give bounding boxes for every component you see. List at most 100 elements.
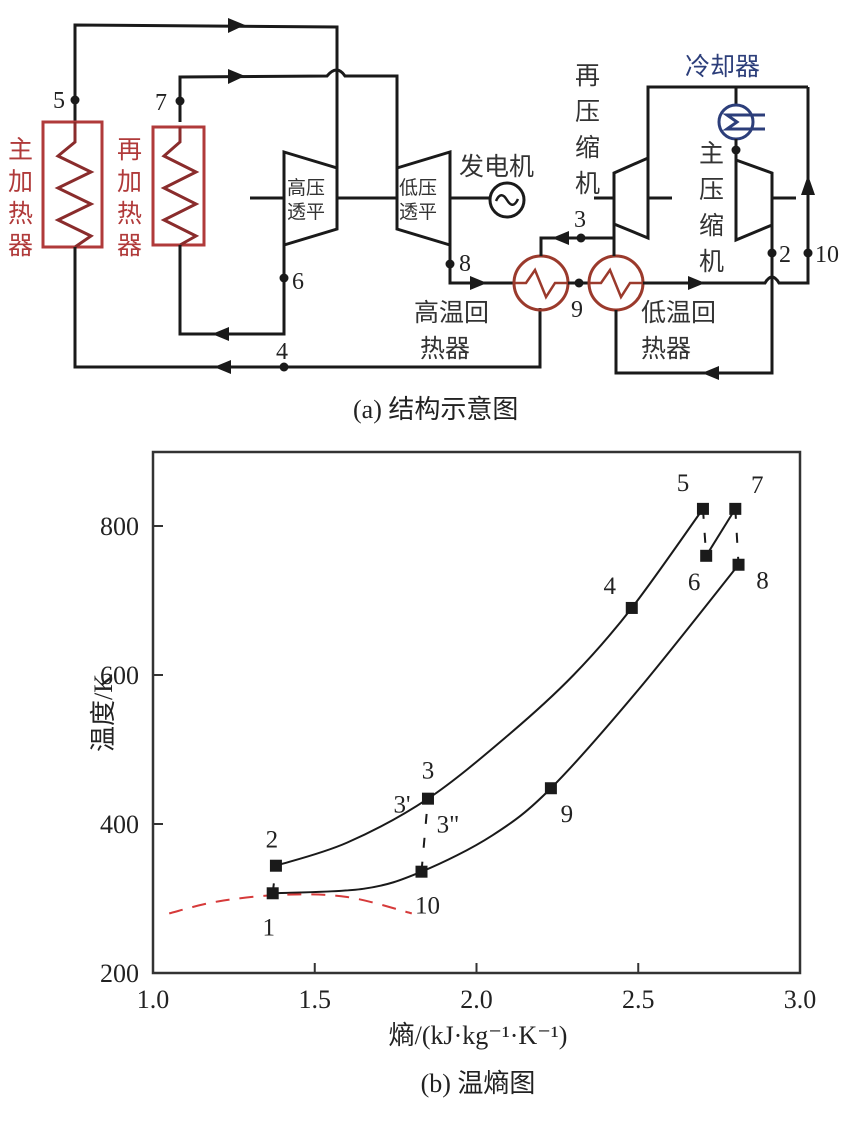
label-char: 加 bbox=[117, 167, 142, 196]
label-char: 机 bbox=[575, 169, 600, 198]
pipe-htr-to-3 bbox=[539, 236, 614, 256]
plot-frame bbox=[151, 450, 802, 975]
state-point-dots bbox=[70, 95, 813, 372]
point-label-5: 5 bbox=[53, 88, 65, 114]
main-heater-label: 主 加 热 器 bbox=[8, 135, 33, 260]
marker-point-9 bbox=[544, 782, 557, 795]
arrow-up-icon bbox=[801, 175, 815, 195]
label-char: 压 bbox=[699, 175, 724, 204]
series-high-pressure bbox=[275, 508, 704, 867]
marker-point-8 bbox=[732, 558, 745, 571]
point-label-6: 6 bbox=[688, 569, 701, 596]
label-char: 热 bbox=[117, 199, 142, 228]
pipe-6-to-reheater bbox=[178, 245, 286, 336]
pipe-2-to-ltr bbox=[614, 225, 774, 375]
dot-cooler-out bbox=[731, 145, 741, 155]
pipe-8-to-htr bbox=[448, 245, 515, 285]
htr-label-1: 高温回 bbox=[414, 298, 489, 327]
connector-7-8 bbox=[734, 508, 740, 565]
marker-point-4 bbox=[625, 601, 638, 614]
label-char: 缩 bbox=[575, 133, 600, 162]
dot-10 bbox=[803, 248, 813, 258]
reheater-coil-icon bbox=[160, 127, 200, 247]
reheater-label: 再 加 热 器 bbox=[117, 135, 142, 260]
dot-9 bbox=[574, 278, 584, 288]
dot-3 bbox=[576, 233, 586, 243]
label-char: 压 bbox=[575, 97, 600, 126]
label-char: 加 bbox=[8, 167, 33, 196]
point-label-7: 7 bbox=[751, 472, 764, 499]
main-heater bbox=[41, 120, 104, 249]
y-axis-label: 温度/K bbox=[89, 674, 118, 752]
recompressor-label: 再 压 缩 机 bbox=[575, 61, 600, 198]
label-char: 机 bbox=[699, 247, 724, 276]
marker-point-6 bbox=[700, 549, 713, 562]
arrow-right-icon bbox=[228, 18, 245, 33]
point-label-3: 3 bbox=[422, 758, 435, 785]
htr-label-2: 热器 bbox=[420, 334, 470, 363]
arrow-right-icon bbox=[470, 276, 487, 290]
y-tick-label: 800 bbox=[100, 512, 139, 541]
structure-diagram: 高压 透平 低压 透平 发电机 冷却器 bbox=[8, 18, 839, 424]
dot-5 bbox=[70, 95, 80, 105]
dot-7 bbox=[175, 96, 185, 106]
connector-10-3 bbox=[420, 798, 429, 872]
arrow-right-icon bbox=[688, 276, 705, 290]
main-compressor bbox=[734, 139, 774, 243]
y-tick-label: 400 bbox=[100, 810, 139, 839]
label-char: 主 bbox=[699, 139, 724, 168]
generator-label: 发电机 bbox=[459, 152, 534, 181]
marker-point-1 bbox=[266, 887, 279, 900]
hp-turbine bbox=[282, 149, 339, 248]
dot-8 bbox=[445, 259, 455, 269]
label-char: 再 bbox=[575, 61, 600, 90]
marker-point-2 bbox=[269, 859, 282, 872]
connector-5-6 bbox=[701, 508, 708, 556]
recuperator-zigzag-icon bbox=[590, 267, 643, 300]
series-low-pressure bbox=[272, 564, 740, 895]
point-label-10: 10 bbox=[415, 893, 440, 920]
hp-turbine-label-1: 高压 bbox=[287, 177, 325, 199]
ltr-label-2: 热器 bbox=[641, 334, 691, 363]
label-char: 器 bbox=[8, 231, 33, 260]
dot-2 bbox=[767, 248, 777, 258]
point-label-3-prime: 3' bbox=[393, 792, 410, 819]
label-char: 热 bbox=[8, 199, 33, 228]
x-tick-label: 2.0 bbox=[460, 985, 493, 1014]
chart-caption: (b) 温熵图 bbox=[421, 1069, 536, 1098]
cooler-sigma-icon bbox=[722, 113, 748, 131]
label-char: 器 bbox=[117, 231, 142, 260]
ac-sine-icon bbox=[494, 194, 520, 206]
arrow-right-icon bbox=[228, 69, 245, 84]
generator bbox=[488, 181, 526, 219]
ltr-label-1: 低温回 bbox=[641, 298, 716, 327]
point-label-1: 1 bbox=[262, 914, 275, 941]
heater-coil-icon bbox=[54, 122, 95, 249]
point-label-8: 8 bbox=[756, 568, 769, 595]
hp-turbine-label-2: 透平 bbox=[287, 201, 325, 223]
pipe-5-to-hp-turbine bbox=[73, 23, 339, 168]
arrow-left-icon bbox=[552, 231, 569, 245]
point-label-7: 7 bbox=[155, 90, 167, 116]
marker-point-3 bbox=[421, 792, 434, 805]
point-label-5: 5 bbox=[677, 470, 690, 497]
x-axis-label: 熵/(kJ·kg⁻¹·K⁻¹) bbox=[389, 1021, 568, 1050]
point-label-3-double-prime: 3" bbox=[437, 812, 460, 839]
point-label-2: 2 bbox=[266, 827, 279, 854]
marker-point-5 bbox=[696, 502, 709, 515]
arrow-left-icon bbox=[702, 366, 719, 380]
series-saturation-dome bbox=[168, 893, 413, 915]
arrow-left-icon bbox=[212, 327, 229, 341]
dot-6 bbox=[279, 273, 289, 283]
point-label-4: 4 bbox=[276, 339, 288, 365]
point-label-4: 4 bbox=[604, 573, 617, 600]
x-tick-label: 2.5 bbox=[622, 985, 655, 1014]
pipe-cooler-loop bbox=[646, 85, 808, 158]
point-label-9: 9 bbox=[561, 801, 574, 828]
lp-turbine-label-1: 低压 bbox=[399, 177, 437, 199]
label-char: 再 bbox=[117, 135, 142, 164]
point-label-9: 9 bbox=[571, 297, 583, 323]
point-label-3: 3 bbox=[574, 207, 586, 233]
connector-1-2 bbox=[271, 865, 277, 894]
point-label-2: 2 bbox=[779, 242, 791, 268]
